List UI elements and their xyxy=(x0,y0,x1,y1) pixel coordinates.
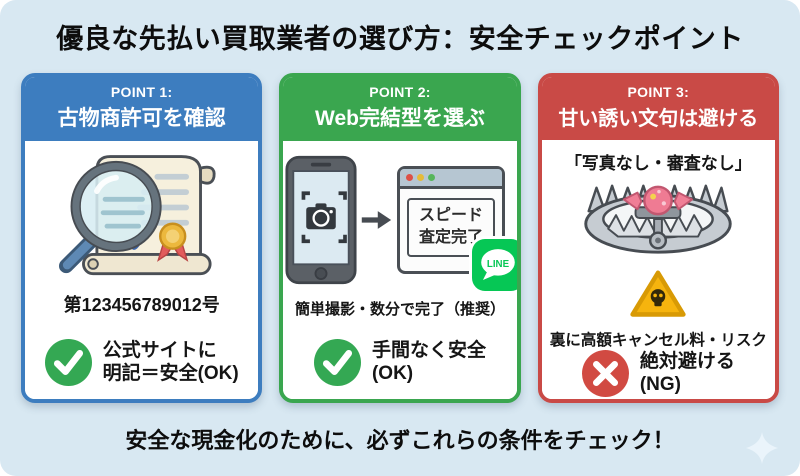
card-1-verdict-line1: 公式サイトに xyxy=(102,339,217,361)
browser-dot-green xyxy=(428,174,435,181)
card-2-verdict: 手間なく安全 (OK) xyxy=(313,339,486,386)
card-1-body: 第123456789012号 公式サイトに 明記＝安全(OK) xyxy=(25,141,259,399)
browser-dot-yellow xyxy=(417,174,424,181)
card-point-1: POINT 1: 古物商許可を確認 xyxy=(21,73,263,403)
card-3-header: POINT 3: 甘い誘い文句は避ける xyxy=(541,77,775,140)
smartphone-camera-icon xyxy=(285,155,357,285)
card-1-heading: 古物商許可を確認 xyxy=(57,107,226,130)
license-number: 第123456789012号 xyxy=(63,295,220,315)
card-3-verdict-line2: (NG) xyxy=(639,373,681,395)
skull-warning-triangle-icon xyxy=(630,270,686,317)
card-3-verdict-line1: 絶対避ける xyxy=(639,350,735,372)
camera-icon xyxy=(306,203,336,230)
card-3-body: 「写真なし・審査なし」 xyxy=(541,140,775,399)
speed-result-line2: 査定完了 xyxy=(418,229,483,247)
arrow-right-icon xyxy=(361,211,392,229)
card-2-verdict-line2: (OK) xyxy=(371,362,414,384)
speed-result-box: スピード 査定完了 xyxy=(407,198,495,257)
card-2-caption: 簡単撮影・数分で完了（推奨） xyxy=(294,301,505,318)
card-2-verdict-text: 手間なく安全 (OK) xyxy=(372,340,486,386)
card-1-point-label: POINT 1: xyxy=(110,84,173,100)
speed-result-line1: スピード xyxy=(418,207,483,224)
card-point-3: POINT 3: 甘い誘い文句は避ける 「写真なし・審査なし」 xyxy=(537,73,779,403)
medal-icon xyxy=(156,222,189,262)
lure-quote: 「写真なし・審査なし」 xyxy=(564,154,752,173)
candy-bait-icon xyxy=(623,185,694,219)
phone-photo-to-speed-result-illustration: スピード 査定完了 LINE xyxy=(285,155,517,291)
card-point-2: POINT 2: Web完結型を選ぶ xyxy=(279,73,521,403)
card-1-verdict-line2: 明記＝安全(OK) xyxy=(102,362,239,384)
card-3-verdict: 絶対避ける (NG) xyxy=(581,350,735,397)
card-2-header: POINT 2: Web完結型を選ぶ xyxy=(283,77,517,141)
footer-note: 安全な現金化のために、必ずこれらの条件をチェック！ xyxy=(125,428,675,453)
check-icon xyxy=(313,339,361,386)
card-1-verdict: 公式サイトに 明記＝安全(OK) xyxy=(44,339,239,386)
card-2-verdict-line1: 手間なく安全 xyxy=(371,339,486,361)
card-3-point-label: POINT 3: xyxy=(627,84,690,100)
page-title: 優良な先払い買取業者の選び方：安全チェックポイント xyxy=(56,24,744,54)
card-3-verdict-text: 絶対避ける (NG) xyxy=(640,351,735,397)
browser-dot-red xyxy=(406,174,413,181)
cross-icon xyxy=(581,350,629,397)
magnifier-icon xyxy=(58,160,162,274)
browser-window: スピード 査定完了 LINE xyxy=(397,166,517,291)
check-icon xyxy=(44,339,92,386)
certificate-with-magnifier-icon xyxy=(58,155,216,276)
line-app-icon: LINE xyxy=(472,239,517,291)
line-badge-label: LINE xyxy=(487,259,510,270)
card-2-body: スピード 査定完了 LINE 簡単撮影・数分で完了（推奨） xyxy=(283,141,517,399)
card-1-header: POINT 1: 古物商許可を確認 xyxy=(25,77,259,141)
card-3-heading: 甘い誘い文句は避ける xyxy=(558,108,759,130)
card-2-point-label: POINT 2: xyxy=(369,84,431,100)
browser-titlebar xyxy=(400,169,502,189)
card-3-caption: 裏に高額キャンセル料・リスク xyxy=(549,332,767,349)
card-2-heading: Web完結型を選ぶ xyxy=(315,107,485,130)
sparkle-icon xyxy=(746,432,778,464)
camera-frame-brackets xyxy=(301,191,347,244)
card-1-verdict-text: 公式サイトに 明記＝安全(OK) xyxy=(103,340,239,386)
skull-icon xyxy=(651,289,666,307)
points-row: POINT 1: 古物商許可を確認 xyxy=(0,56,800,403)
bear-trap-with-candy-icon xyxy=(584,184,733,254)
